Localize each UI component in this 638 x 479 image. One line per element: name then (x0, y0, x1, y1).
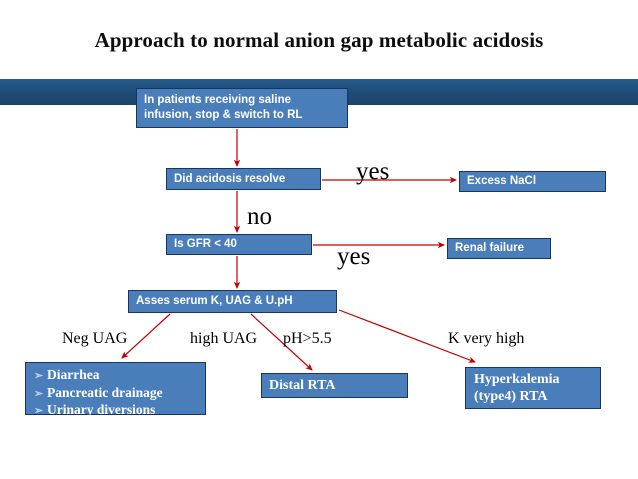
node-asses-label: Asses serum K, UAG & U.pH (136, 295, 293, 307)
arrow-bullet-icon: ➢ (34, 370, 44, 382)
node-distal-rta-label: Distal RTA (269, 378, 336, 393)
edge-label-yes-top: yes (356, 158, 390, 185)
cause-label: Urinary diversions (47, 402, 156, 417)
node-saline-infusion[interactable]: In patients receiving saline infusion, s… (136, 88, 348, 128)
edge-label-high-uag: high UAG (190, 330, 258, 347)
node-gi-causes-list[interactable]: ➢Diarrhea ➢Pancreatic drainage ➢Urinary … (25, 362, 206, 417)
node-renal-failure[interactable]: Renal failure (447, 238, 551, 259)
edge-label-neg-uag: Neg UAG (62, 330, 128, 347)
edge-asses-to-causes (121, 313, 171, 359)
list-item: ➢Urinary diversions (34, 402, 163, 420)
node-resolve-label: Did acidosis resolve (174, 172, 286, 185)
node-asses-serum-k[interactable]: Asses serum K, UAG & U.pH (128, 290, 337, 313)
node-hyperkalemia-label: Hyperkalemia (type4) RTA (474, 371, 592, 405)
node-hyperkalemia-line2: (type4) RTA (474, 389, 548, 404)
node-hyperkalemia-line1: Hyperkalemia (474, 372, 560, 387)
node-renal-failure-label: Renal failure (455, 242, 525, 254)
page-title: Approach to normal anion gap metabolic a… (94, 28, 544, 52)
list-item: ➢Diarrhea (34, 367, 163, 385)
node-excess-nacl-label: Excess NaCl (467, 175, 537, 187)
causes-list: ➢Diarrhea ➢Pancreatic drainage ➢Urinary … (34, 367, 163, 420)
cause-label: Pancreatic drainage (47, 384, 163, 400)
edge-label-no: no (247, 203, 272, 230)
node-excess-nacl[interactable]: Excess NaCl (459, 171, 606, 192)
edge-label-k-very-high: K very high (448, 330, 525, 347)
edge-label-yes-bottom: yes (337, 243, 371, 270)
arrow-bullet-icon: ➢ (34, 405, 44, 417)
edge-label-ph: pH>5.5 (283, 330, 332, 347)
node-did-acidosis-resolve[interactable]: Did acidosis resolve (166, 168, 321, 190)
list-item: ➢Pancreatic drainage (34, 385, 163, 403)
cause-label: Diarrhea (47, 367, 100, 382)
node-is-gfr-under-40[interactable]: Is GFR < 40 (166, 234, 312, 255)
node-hyperkalemia-rta[interactable]: Hyperkalemia (type4) RTA (465, 367, 601, 409)
node-saline-label: In patients receiving saline infusion, s… (144, 94, 303, 121)
node-distal-rta[interactable]: Distal RTA (261, 373, 408, 398)
arrow-bullet-icon: ➢ (34, 387, 44, 400)
node-gfr-label: Is GFR < 40 (174, 238, 237, 250)
